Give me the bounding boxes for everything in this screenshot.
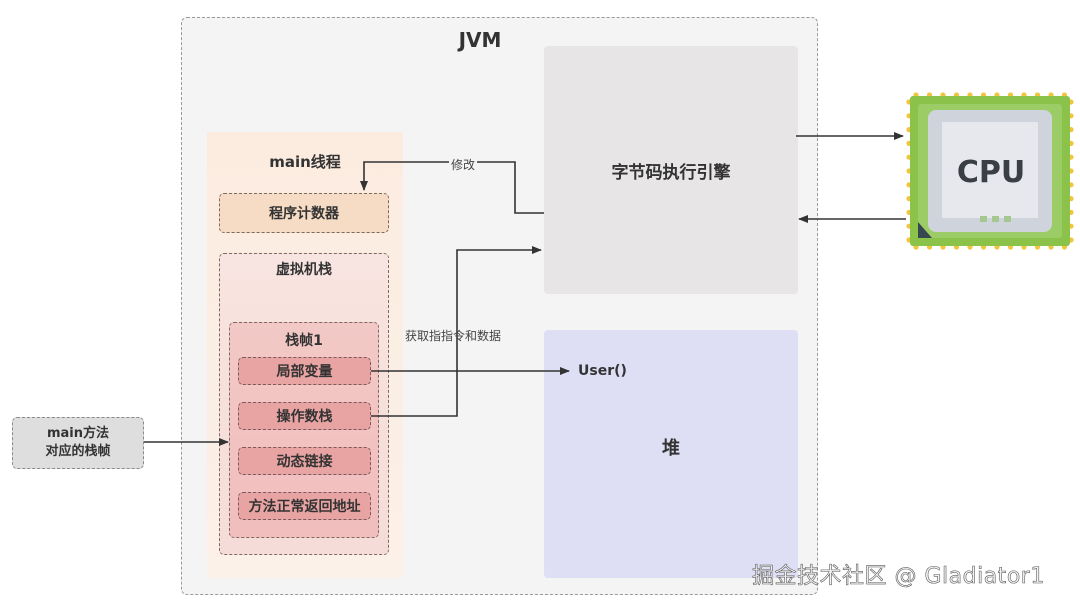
vm-stack-title: 虚拟机栈 — [276, 262, 332, 278]
main-method-frame-box: main方法 对应的栈帧 — [12, 417, 144, 469]
main-method-line2: 对应的栈帧 — [45, 444, 111, 459]
operand-stack-box: 操作数栈 — [238, 402, 371, 430]
program-counter-box: 程序计数器 — [219, 193, 389, 233]
cpu-chip-icon — [906, 92, 1074, 250]
execution-engine-box: 字节码执行引擎 — [544, 46, 798, 294]
main-thread-title: main线程 — [269, 152, 341, 171]
heap-title: 堆 — [662, 438, 680, 459]
fetch-label: 获取指指令和数据 — [405, 328, 502, 343]
user-object-label: User() — [578, 363, 627, 379]
dynamic-linking-box: 动态链接 — [238, 447, 371, 475]
fetch-arrow — [371, 246, 542, 417]
modify-label: 修改 — [449, 155, 478, 173]
jvm-title: JVM — [458, 28, 502, 52]
main-method-line1: main方法 — [46, 426, 109, 441]
local-variables-box: 局部变量 — [238, 357, 371, 385]
cpu-label: CPU — [956, 154, 1026, 190]
watermark: 掘金技术社区 @ Gladiator1 — [752, 564, 1045, 590]
modify-arrow — [360, 161, 544, 214]
stack-frame-title: 栈帧1 — [285, 333, 323, 349]
heap-box — [544, 330, 798, 578]
return-address-box: 方法正常返回地址 — [238, 492, 371, 520]
